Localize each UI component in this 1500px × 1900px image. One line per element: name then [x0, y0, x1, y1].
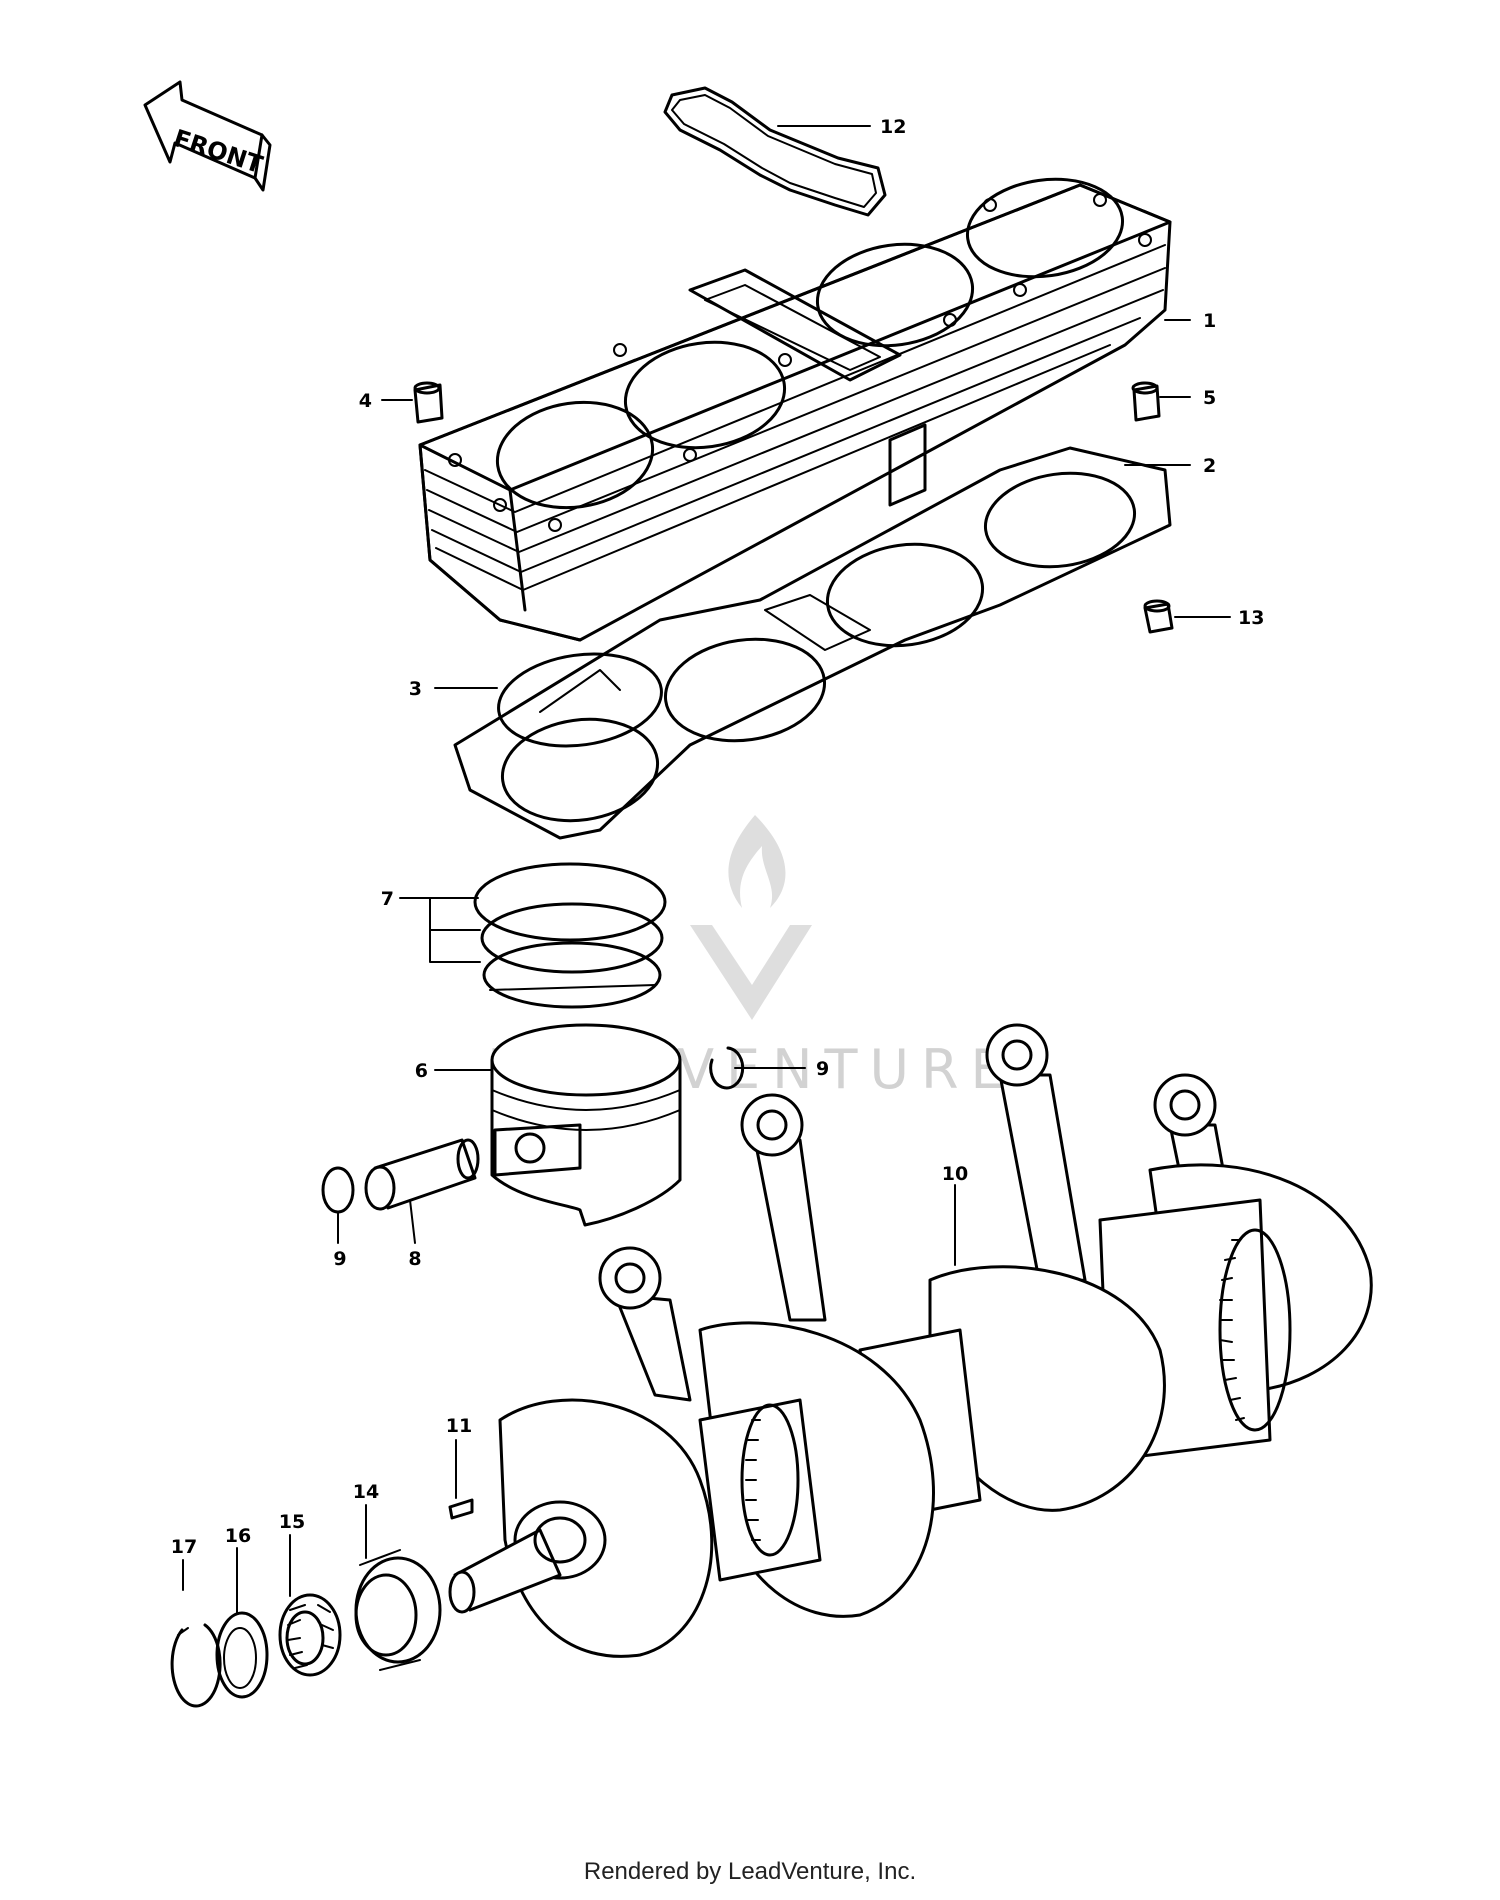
piston-ring-set: [473, 862, 667, 1009]
callout-17: 17: [171, 1536, 197, 1558]
callout-10: 10: [942, 1163, 968, 1185]
callout-1: 1: [1203, 310, 1216, 332]
leadventure-logo-icon: [690, 815, 812, 1020]
callout-7: 7: [381, 888, 394, 910]
cylinder-base-gasket: [453, 446, 1172, 840]
dowel-pin-right: [1131, 381, 1161, 422]
cylinder-block: [418, 177, 1172, 642]
callout-14: 14: [353, 1481, 379, 1503]
oil-seal: [354, 1549, 442, 1671]
footer-credit: Rendered by LeadVenture, Inc.: [583, 1858, 917, 1885]
callout-13: 13: [1238, 607, 1264, 629]
gasket-part: [663, 86, 887, 217]
front-arrow: FRONT: [143, 80, 272, 192]
callout-11: 11: [446, 1415, 472, 1437]
piston-pin-clip-right: [709, 1046, 745, 1090]
o-ring: [497, 652, 663, 748]
callout-12: 12: [880, 116, 906, 138]
front-label: FRONT: [170, 124, 266, 179]
callout-2: 2: [1203, 455, 1216, 477]
dowel-pin-left: [413, 381, 444, 424]
callout-5: 5: [1203, 387, 1216, 409]
needle-bearing: [278, 1593, 342, 1677]
cap-part: [1143, 599, 1174, 634]
piston-pin: [364, 1138, 480, 1211]
piston-pin-clip-left: [321, 1166, 355, 1214]
callout-9-upper: 9: [816, 1058, 829, 1080]
washer: [215, 1611, 269, 1699]
callout-16: 16: [225, 1525, 251, 1547]
piston: [490, 1023, 682, 1227]
callout-6: 6: [415, 1060, 428, 1082]
callout-8: 8: [408, 1248, 421, 1270]
leader-lines: [182, 125, 1231, 1614]
callout-15: 15: [279, 1511, 305, 1533]
woodruff-key: [448, 1498, 474, 1520]
crankshaft-assembly: [448, 1023, 1373, 1658]
callout-9-lower: 9: [333, 1248, 346, 1270]
callout-labels: 1 2 3 4 5 6 7 8 9 9 10 11 12 13 14 15 16…: [171, 116, 1265, 1558]
callout-3: 3: [409, 678, 422, 700]
circlip: [170, 1623, 222, 1708]
callout-4: 4: [359, 390, 372, 412]
